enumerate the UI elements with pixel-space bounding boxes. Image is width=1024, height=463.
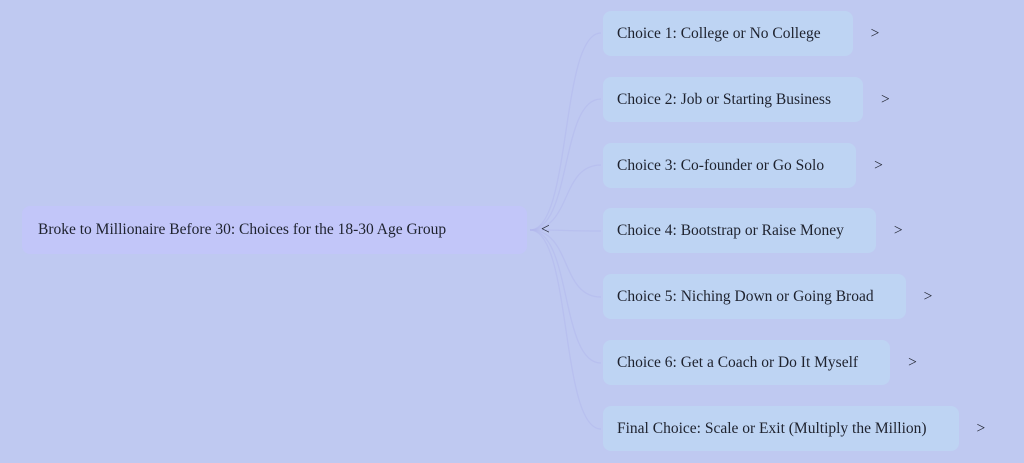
choice-node-row-3: Choice 3: Co-founder or Go Solo >	[603, 143, 883, 188]
root-node[interactable]: Broke to Millionaire Before 30: Choices …	[22, 206, 527, 254]
choice-node-label: Choice 2: Job or Starting Business	[617, 90, 831, 108]
choice-node-label: Choice 1: College or No College	[617, 24, 821, 42]
choice-node-row-6: Choice 6: Get a Coach or Do It Myself >	[603, 340, 917, 385]
expand-arrow-icon[interactable]: >	[976, 419, 986, 437]
connector-line	[529, 32, 602, 231]
collapse-arrow-icon[interactable]: <	[541, 221, 550, 238]
choice-node-2[interactable]: Choice 2: Job or Starting Business	[603, 77, 863, 122]
choice-node-row-1: Choice 1: College or No College >	[603, 11, 879, 56]
choice-node-final[interactable]: Final Choice: Scale or Exit (Multiply th…	[603, 406, 959, 451]
root-node-row: Broke to Millionaire Before 30: Choices …	[22, 206, 550, 254]
expand-arrow-icon[interactable]: >	[908, 353, 917, 371]
choice-node-row-7: Final Choice: Scale or Exit (Multiply th…	[603, 406, 985, 451]
choice-node-label: Choice 6: Get a Coach or Do It Myself	[617, 353, 859, 371]
choice-node-label: Choice 3: Co-founder or Go Solo	[617, 156, 825, 174]
choice-node-label: Choice 4: Bootstrap or Raise Money	[617, 221, 844, 239]
root-node-label: Broke to Millionaire Before 30: Choices …	[38, 221, 447, 239]
choice-node-3[interactable]: Choice 3: Co-founder or Go Solo	[603, 143, 857, 188]
choice-node-row-5: Choice 5: Niching Down or Going Broad >	[603, 274, 932, 319]
choice-node-row-2: Choice 2: Job or Starting Business >	[603, 77, 890, 122]
choice-node-1[interactable]: Choice 1: College or No College	[603, 11, 853, 56]
expand-arrow-icon[interactable]: >	[880, 90, 890, 108]
choice-node-row-4: Choice 4: Bootstrap or Raise Money >	[603, 208, 903, 253]
expand-arrow-icon[interactable]: >	[893, 221, 903, 239]
expand-arrow-icon[interactable]: >	[870, 24, 880, 42]
choice-node-4[interactable]: Choice 4: Bootstrap or Raise Money	[603, 208, 876, 253]
connector-line	[529, 229, 602, 430]
choice-node-label: Final Choice: Scale or Exit (Multiply th…	[617, 419, 927, 437]
choice-node-6[interactable]: Choice 6: Get a Coach or Do It Myself	[603, 340, 891, 385]
expand-arrow-icon[interactable]: >	[923, 287, 933, 305]
expand-arrow-icon[interactable]: >	[874, 156, 883, 174]
choice-node-label: Choice 5: Niching Down or Going Broad	[617, 287, 874, 305]
choice-node-5[interactable]: Choice 5: Niching Down or Going Broad	[603, 274, 906, 319]
